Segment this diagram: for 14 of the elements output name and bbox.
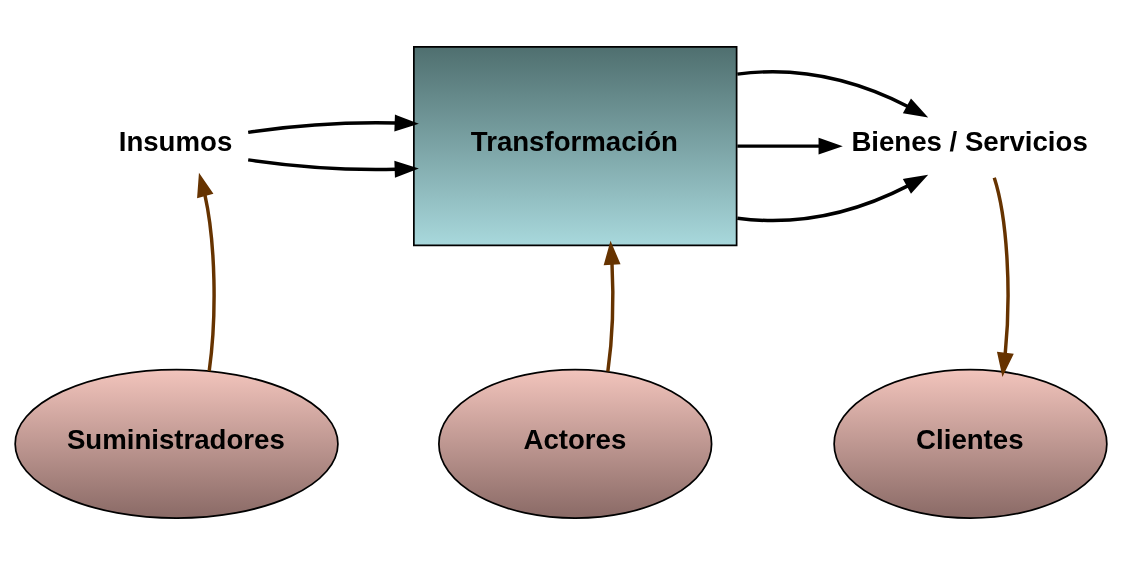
arrow	[247, 158, 419, 178]
arrow	[197, 172, 216, 372]
node-text: Bienes / Servicios	[851, 125, 1088, 157]
node-ellipse: Actores	[438, 368, 713, 519]
arrow	[737, 174, 929, 223]
node-ellipse: Suministradores	[14, 368, 339, 519]
arrow	[737, 70, 929, 118]
node-box: Transformación	[413, 46, 738, 247]
arrow	[737, 137, 843, 155]
node-ellipse: Clientes	[833, 368, 1108, 519]
arrow	[603, 240, 621, 372]
arrow	[247, 114, 419, 135]
node-text: Insumos	[118, 125, 233, 157]
arrow	[992, 177, 1014, 377]
